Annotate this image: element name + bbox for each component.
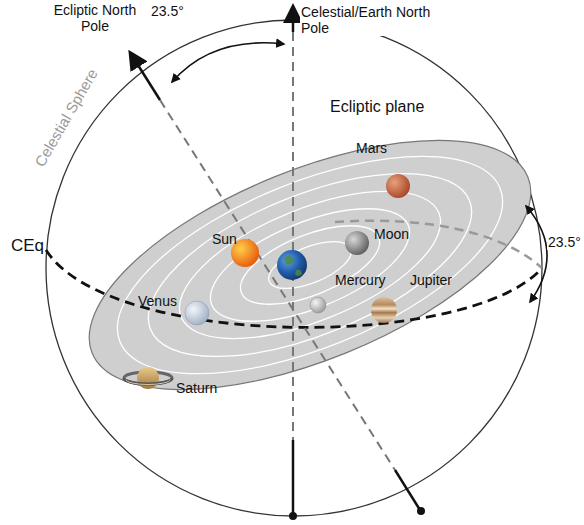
angle-label: 23.5° (150, 3, 185, 19)
planet-label: Mars (356, 140, 387, 156)
planet-label: Mercury (335, 272, 386, 288)
planet-label: Sun (212, 231, 237, 247)
angle-label: 23.5° (547, 234, 582, 250)
axis-label: Ecliptic North Pole (38, 2, 152, 34)
axis-label: Celestial/Earth North Pole (300, 4, 432, 36)
planet-label: Saturn (176, 380, 217, 396)
plane-label: Ecliptic plane (330, 98, 424, 116)
planet-label: Moon (374, 226, 409, 242)
planet-label: Jupiter (410, 272, 452, 288)
sphere-label: Celestial Sphere (31, 65, 102, 171)
equator-label: CEq (10, 236, 45, 256)
planet-label: Venus (138, 293, 177, 309)
